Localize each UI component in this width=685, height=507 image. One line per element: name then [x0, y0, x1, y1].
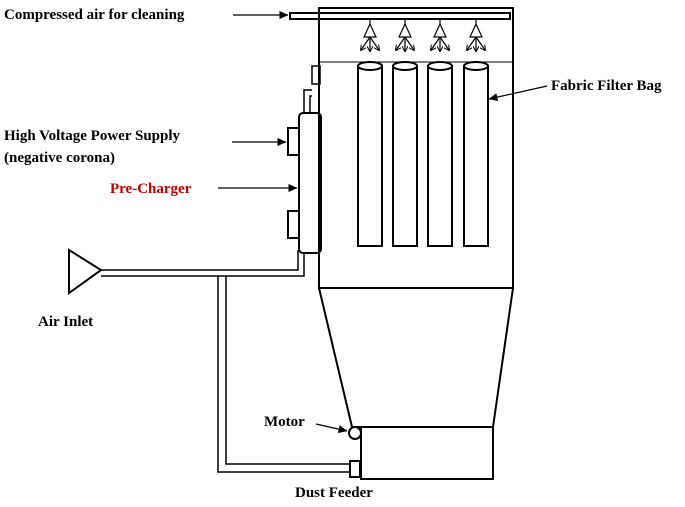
hv-power-supply-label: High Voltage Power Supply — [4, 128, 181, 144]
cleaning-nozzle-3 — [431, 19, 449, 51]
pre-charger-top-connector — [311, 65, 321, 85]
motor-pointer — [315, 423, 348, 434]
feeder-return-duct-outer — [217, 276, 350, 473]
filter-bag-3 — [427, 61, 453, 247]
hv-terminal-top — [287, 127, 300, 156]
filter-bag-4 — [463, 61, 489, 247]
precharger-to-housing-duct — [303, 89, 312, 112]
inlet-duct — [101, 250, 299, 271]
hv-power-supply-note: (negative corona) — [4, 150, 115, 166]
filter-bag-1 — [357, 61, 383, 247]
hopper — [317, 287, 515, 428]
dust-feeder-box — [360, 426, 494, 480]
compressed-air-pipe — [289, 12, 511, 20]
cleaning-nozzle-4 — [467, 19, 485, 51]
dust-feeder-label: Dust Feeder — [295, 485, 373, 501]
motor-label: Motor — [264, 414, 305, 430]
pre-charger-unit — [298, 112, 322, 254]
cleaning-nozzle-1 — [361, 19, 379, 51]
hv-terminal-bottom — [287, 210, 300, 239]
fabric-filter-bag-pointer — [488, 85, 548, 102]
cleaning-nozzle-2 — [396, 19, 414, 51]
air-inlet-label: Air Inlet — [38, 314, 94, 330]
feeder-return-duct-inner — [225, 276, 350, 465]
feeder-drive-block — [349, 460, 361, 478]
air-inlet-cone — [68, 248, 103, 295]
inlet-duct-inner — [101, 253, 305, 277]
motor-icon — [348, 426, 362, 440]
filter-bag-2 — [392, 61, 418, 247]
fabric-filter-bag-label: Fabric Filter Bag — [551, 78, 662, 94]
pre-charger-label: Pre-Charger — [110, 181, 192, 197]
compressed-air-label: Compressed air for cleaning — [4, 7, 185, 23]
